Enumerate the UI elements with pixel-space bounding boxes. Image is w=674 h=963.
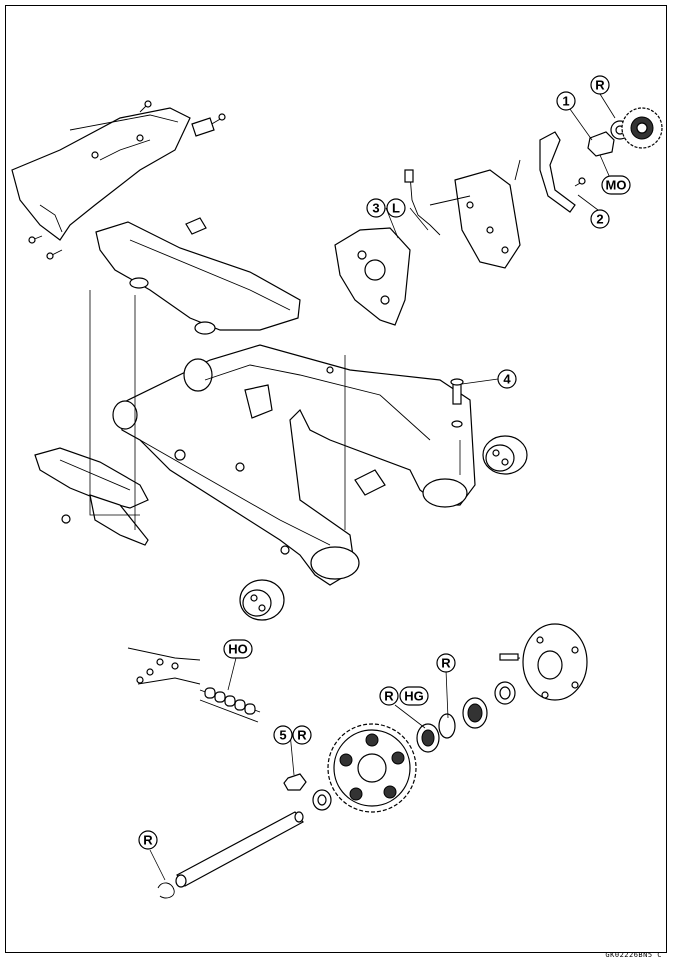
callout-r-bearing: R bbox=[379, 686, 399, 706]
callout-ho: HO bbox=[223, 639, 253, 659]
rear-axle bbox=[175, 811, 304, 888]
callout-5-label: 5 bbox=[279, 728, 286, 743]
front-sprocket-set bbox=[587, 107, 663, 157]
figure-code: GK02226BN5 C bbox=[605, 951, 662, 959]
callout-3: 3 bbox=[366, 198, 386, 218]
callout-r-clip-label: R bbox=[143, 833, 153, 848]
mount-bracket bbox=[454, 169, 521, 269]
hub-bearing bbox=[494, 681, 516, 705]
sprocket-flange bbox=[499, 623, 588, 701]
callout-r-nut: R bbox=[292, 725, 312, 745]
ball-bearing bbox=[462, 697, 488, 729]
callout-1: 1 bbox=[556, 91, 576, 111]
callout-hg-label: HG bbox=[404, 689, 424, 704]
chain-links bbox=[204, 687, 256, 715]
chain-guide bbox=[539, 131, 586, 213]
collar bbox=[312, 789, 332, 811]
callout-3-label: 3 bbox=[372, 201, 379, 216]
rear-sprocket bbox=[327, 723, 417, 813]
callout-1-label: 1 bbox=[562, 94, 569, 109]
pivot-collar-right bbox=[482, 435, 528, 475]
grease-seal bbox=[416, 723, 440, 753]
rear-fender bbox=[11, 107, 191, 241]
swingarm-bolt bbox=[450, 378, 464, 428]
pivot-collar-left bbox=[239, 579, 285, 621]
callout-r-top-label: R bbox=[595, 78, 605, 93]
drive-chain bbox=[127, 647, 261, 723]
callout-l-label: L bbox=[392, 201, 400, 216]
swingarm bbox=[112, 344, 476, 586]
sprocket-cover bbox=[334, 227, 411, 326]
callout-r-ring-label: R bbox=[441, 656, 451, 671]
callout-r-ring: R bbox=[436, 653, 456, 673]
sprocket-nut bbox=[283, 773, 307, 791]
axle-clip bbox=[157, 882, 175, 899]
callout-r-bearing-label: R bbox=[384, 689, 394, 704]
callout-2-label: 2 bbox=[596, 212, 603, 227]
lower-chain-cover bbox=[34, 447, 149, 546]
callout-mo-label: MO bbox=[606, 178, 627, 193]
leader-lines bbox=[89, 93, 616, 881]
callout-2: 2 bbox=[590, 209, 610, 229]
callout-ho-label: HO bbox=[228, 642, 248, 657]
callout-5: 5 bbox=[273, 725, 293, 745]
callout-l: L bbox=[386, 198, 406, 218]
fender-bolts bbox=[28, 100, 226, 260]
callout-r-top: R bbox=[590, 75, 610, 95]
callout-mo: MO bbox=[601, 175, 631, 195]
callout-4: 4 bbox=[497, 369, 517, 389]
callout-r-nut-label: R bbox=[297, 728, 307, 743]
callout-4-label: 4 bbox=[503, 372, 511, 387]
upper-chain-cover bbox=[95, 217, 301, 335]
speed-sensor bbox=[404, 159, 521, 236]
callout-hg: HG bbox=[399, 686, 429, 706]
callout-r-clip: R bbox=[138, 830, 158, 850]
callouts: 1 R MO 2 3 L 4 HO R R HG 5 R R bbox=[138, 75, 631, 850]
circlip bbox=[438, 713, 456, 739]
